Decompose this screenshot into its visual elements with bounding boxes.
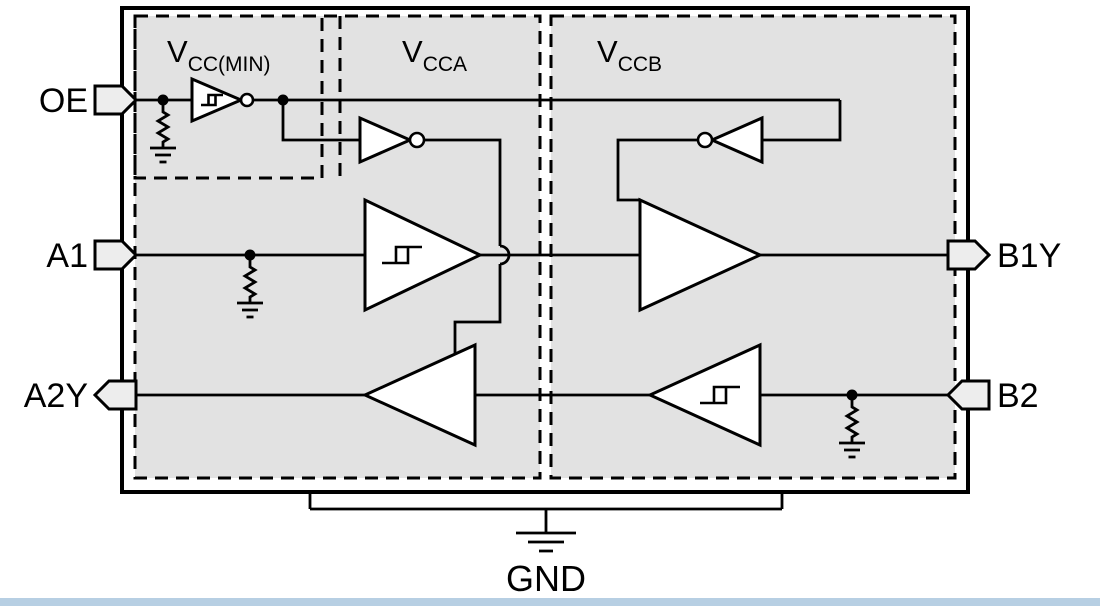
vcca-label-subscript: CCA [423, 53, 467, 76]
enable-inverter-a [358, 115, 414, 165]
oe-net [136, 98, 842, 353]
b2-schmitt-buffer [646, 342, 762, 448]
vcca-label: VCCA [402, 34, 467, 76]
bottom-edge-strip [0, 598, 1100, 606]
b1y-pin-label: B1Y [997, 237, 1061, 275]
a2y-pin [92, 379, 138, 411]
vcca-label-main: V [402, 34, 423, 69]
gnd-bracket [308, 492, 784, 533]
oe-pin [93, 84, 139, 116]
vccb-label: VCCB [597, 34, 662, 76]
junction-dot [157, 94, 169, 106]
junction-dot [244, 249, 256, 261]
a2y-output-driver [361, 342, 477, 448]
b1y-output-driver [638, 197, 764, 313]
a1-pin [93, 239, 139, 271]
inverter-bubble [696, 131, 714, 149]
enable-inverter-b [708, 115, 764, 165]
gnd-label: GND [506, 558, 586, 599]
vccb-label-main: V [597, 34, 618, 69]
labels: OE A1 A2Y B1Y B2 GND VCC(MIN) VCCA VCCB [24, 34, 1062, 599]
inverter-bubble [239, 92, 255, 108]
vcc-min-label-subscript: CC(MIN) [188, 53, 271, 76]
vccb-label-subscript: CCB [618, 53, 662, 76]
oe-pin-label: OE [39, 82, 88, 120]
hysteresis-icon [201, 93, 223, 107]
junction-dot [277, 94, 289, 106]
wire-enable-b-side [616, 138, 697, 202]
wire-oe-distribution [253, 98, 842, 142]
pins [92, 84, 992, 411]
b1y-pin [946, 239, 992, 271]
gnd-net [308, 492, 784, 553]
junction-dot [846, 389, 858, 401]
a1-pin-label: A1 [46, 237, 88, 275]
ground-symbol [516, 531, 576, 553]
b2-pin-label: B2 [997, 377, 1039, 415]
inverter-bubble [408, 131, 426, 149]
hysteresis-icon [700, 385, 740, 405]
hysteresis-icon [382, 245, 422, 265]
a2y-pin-label: A2Y [24, 377, 88, 415]
b2-pin [945, 379, 991, 411]
junction-dots [157, 94, 858, 401]
vcc-min-label-main: V [167, 34, 188, 69]
vcc-min-label: VCC(MIN) [167, 34, 271, 76]
a1-schmitt-buffer [363, 197, 484, 313]
gates [190, 76, 764, 448]
